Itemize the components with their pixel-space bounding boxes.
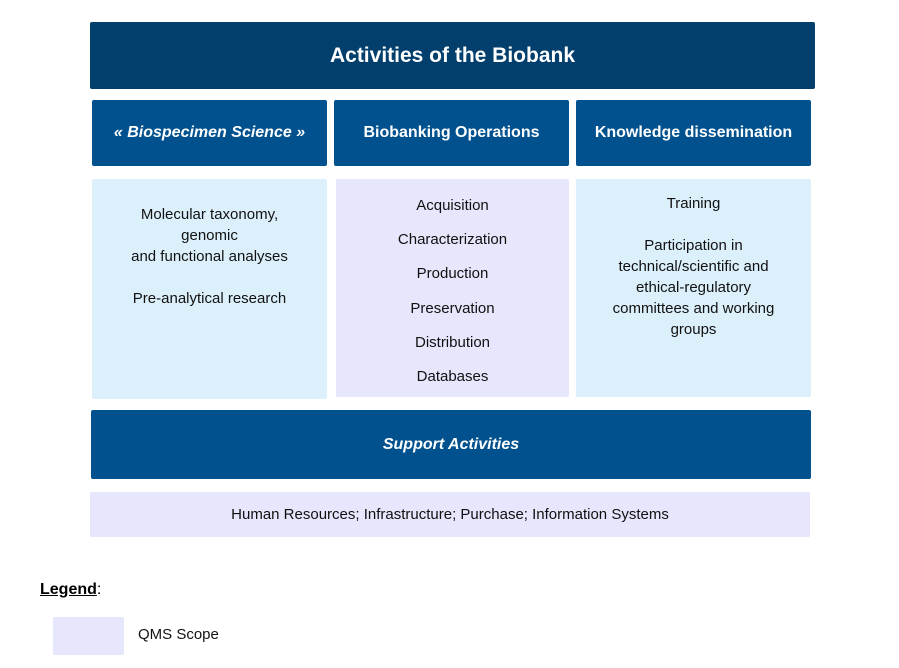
legend-title: Legend: [40, 581, 101, 599]
item: Pre-analytical research [132, 290, 287, 307]
header-knowledge-dissemination: Knowledge dissemination [576, 100, 811, 166]
header-biospecimen-science: « Biospecimen Science » [92, 100, 327, 166]
diagram-title: Activities of the Biobank [90, 22, 815, 89]
item: and functional analyses [131, 248, 288, 265]
item: Distribution [414, 333, 491, 351]
biospecimen-science-content: Molecular taxonomy, genomic and function… [92, 179, 327, 399]
legend-title-text: Legend [40, 581, 97, 598]
item: technical/scientific and [618, 258, 769, 275]
item: committees and working [612, 300, 775, 317]
support-activities-header: Support Activities [91, 410, 811, 479]
knowledge-dissemination-content: Training Participation in technical/scie… [576, 179, 811, 397]
legend-swatch-qms [53, 617, 124, 655]
header-biobanking-operations: Biobanking Operations [334, 100, 569, 166]
item: genomic [181, 227, 238, 244]
item: Participation in [644, 237, 743, 254]
item: Training [666, 195, 721, 212]
item: Preservation [410, 299, 495, 317]
item: groups [670, 321, 717, 338]
item: ethical-regulatory [635, 279, 752, 296]
biobanking-operations-content: Acquisition Characterization Production … [336, 179, 569, 397]
item: Molecular taxonomy, [140, 206, 279, 223]
item: Production [416, 265, 489, 283]
item: Acquisition [416, 197, 489, 214]
support-activities-content: Human Resources; Infrastructure; Purchas… [90, 492, 810, 537]
item: Databases [416, 368, 489, 386]
item: Characterization [397, 231, 508, 249]
legend-label-qms: QMS Scope [138, 626, 219, 643]
legend-colon: : [96, 581, 102, 598]
